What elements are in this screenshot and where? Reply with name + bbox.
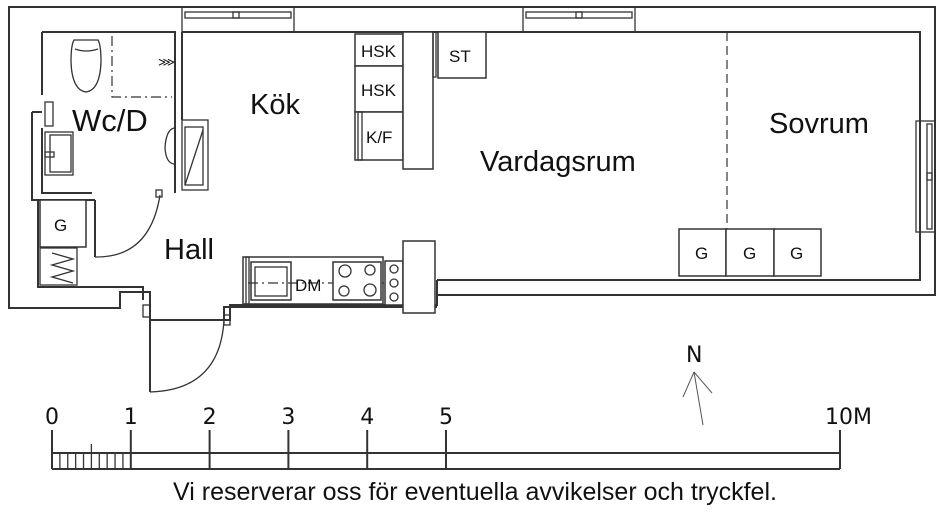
scale-tick-label: 3 <box>281 405 295 430</box>
room-label-kitchen: Kök <box>250 89 300 121</box>
label-freezer-mid: HSK <box>361 81 397 100</box>
window-top-right <box>522 6 636 33</box>
scale-tick-label: 0 <box>45 405 59 430</box>
room-label-hall: Hall <box>164 234 214 266</box>
label-wardrobe-2: G <box>743 244 756 263</box>
scale-major-ticks: 0 1 2 3 4 5 <box>45 405 453 469</box>
door-entrance <box>142 304 231 393</box>
oven-controls <box>384 260 404 306</box>
label-storage: ST <box>449 47 471 66</box>
disclaimer-text: Vi reserverar oss för eventuella avvikel… <box>173 478 777 506</box>
room-label-living: Vardagsrum <box>480 146 636 178</box>
label-fridge-freezer: K/F <box>366 128 392 147</box>
toilet-icon <box>70 39 102 93</box>
label-dishwasher: DM <box>295 276 321 295</box>
wardrobes-living <box>678 228 822 277</box>
room-label-bedroom: Sovrum <box>769 108 869 140</box>
scale-minor-ticks <box>59 444 124 469</box>
scale-tick-label: 5 <box>439 405 453 430</box>
kitchen-counter <box>242 240 436 314</box>
window-top-left <box>181 6 295 33</box>
kitchen-cabinets <box>354 31 487 170</box>
compass-label: N <box>686 343 702 368</box>
sink-basin-icon <box>250 261 292 301</box>
scale-bar: 0 1 2 3 4 5 10M <box>45 405 872 470</box>
door-bathroom <box>94 189 163 258</box>
towel-rack-icon <box>44 101 54 127</box>
north-arrow-icon: N <box>682 343 713 426</box>
scale-end-label: 10M <box>825 405 872 430</box>
room-label-wc: Wc/D <box>72 103 148 138</box>
window-right <box>915 120 936 233</box>
wardrobe-hall-closet <box>181 119 209 191</box>
scale-tick-label: 2 <box>203 405 217 430</box>
hall-storage <box>39 199 87 286</box>
counter-cabinet <box>402 240 436 314</box>
bathroom: ⋙ <box>44 36 209 191</box>
scale-tick-label: 1 <box>124 405 138 430</box>
shower-drain-icon: ⋙ <box>158 55 175 69</box>
stove-icon <box>332 261 382 301</box>
label-freezer-top: HSK <box>361 42 397 61</box>
label-wardrobe-1: G <box>695 244 708 263</box>
label-wardrobe-3: G <box>790 244 803 263</box>
label-wardrobe-hall: G <box>54 216 67 235</box>
sink-icon <box>44 131 74 176</box>
scale-tick-label: 4 <box>360 405 374 430</box>
